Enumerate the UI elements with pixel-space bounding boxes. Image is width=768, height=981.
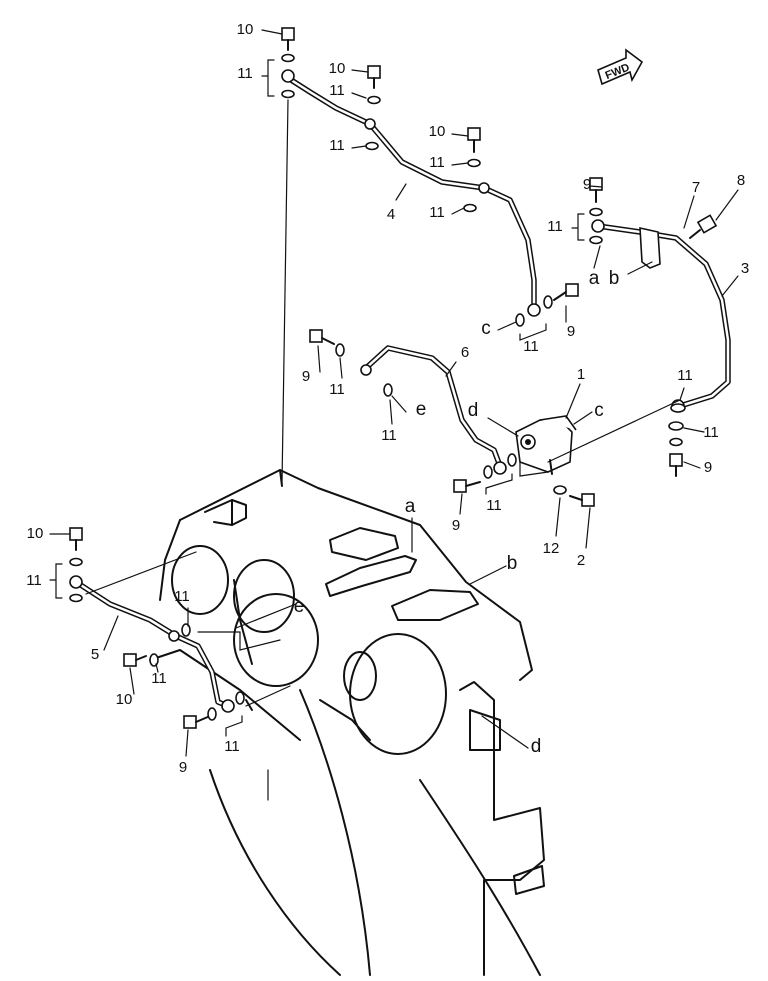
callout-label: 4 xyxy=(387,206,395,223)
callout-label: 11 xyxy=(677,367,693,384)
callout-label: 11 xyxy=(237,65,253,82)
fwd-badge-text: FWD xyxy=(604,62,632,83)
callout-label: 11 xyxy=(329,381,345,398)
callout-label: a xyxy=(405,496,416,517)
leader-lines xyxy=(49,29,739,757)
callout-label: b xyxy=(507,553,518,574)
callout-labels: 10 11 10 11 11 10 11 11 4 9 7 8 11 a b 3… xyxy=(26,21,749,776)
callout-label: 10 xyxy=(329,60,346,77)
callout-label: 11 xyxy=(523,338,539,355)
callout-label: 11 xyxy=(329,82,345,99)
clamp-bracket-7 xyxy=(639,226,661,269)
callout-label: 10 xyxy=(429,123,446,140)
callout-label: 11 xyxy=(486,497,502,514)
pipe-6 xyxy=(363,345,503,469)
valve-assembly-1 xyxy=(515,415,577,475)
callout-label: 5 xyxy=(91,646,99,663)
callout-label: 11 xyxy=(429,154,445,171)
callout-label: 9 xyxy=(179,759,187,776)
forward-arrow-icon xyxy=(597,48,644,86)
callout-label: 11 xyxy=(224,738,240,755)
pipe-fittings xyxy=(69,69,685,713)
callout-label: 10 xyxy=(27,525,44,542)
callout-label: 7 xyxy=(692,179,700,196)
callout-label: 8 xyxy=(737,172,745,189)
callout-label: 9 xyxy=(302,368,310,385)
callout-label: 9 xyxy=(583,176,591,193)
callout-label: 9 xyxy=(704,459,712,476)
hardware-bolts xyxy=(69,27,718,729)
callout-label: e xyxy=(416,399,427,420)
callout-label: 11 xyxy=(381,427,397,444)
callout-label: 11 xyxy=(151,670,167,687)
callout-label: 11 xyxy=(26,572,42,589)
callout-label: 10 xyxy=(237,21,254,38)
callout-label: 10 xyxy=(116,691,133,708)
callout-label: 11 xyxy=(429,204,445,221)
callout-label: d xyxy=(531,736,542,757)
callout-label: d xyxy=(468,400,479,421)
callout-label: 6 xyxy=(461,344,469,361)
callout-label: 2 xyxy=(577,552,585,569)
callout-label: 3 xyxy=(741,260,749,277)
callout-label: 9 xyxy=(567,323,575,340)
callout-label: e xyxy=(294,596,305,617)
pipe-5 xyxy=(73,579,231,709)
pipe-4 xyxy=(285,75,537,311)
callout-label: 1 xyxy=(577,366,585,383)
callout-label: 12 xyxy=(543,540,560,557)
callout-label: c xyxy=(481,318,491,339)
fwd-badge: FWD xyxy=(597,48,644,86)
callout-label: a xyxy=(589,268,600,289)
callout-label: 11 xyxy=(329,137,345,154)
callout-label: 11 xyxy=(547,218,563,235)
transmission-housing xyxy=(149,469,545,976)
pipe-3 xyxy=(595,223,731,409)
callout-label: 9 xyxy=(452,517,460,534)
callout-label: b xyxy=(609,268,620,289)
callout-label: 11 xyxy=(174,588,190,605)
callout-label: 11 xyxy=(703,424,719,441)
callout-label: c xyxy=(594,400,604,421)
